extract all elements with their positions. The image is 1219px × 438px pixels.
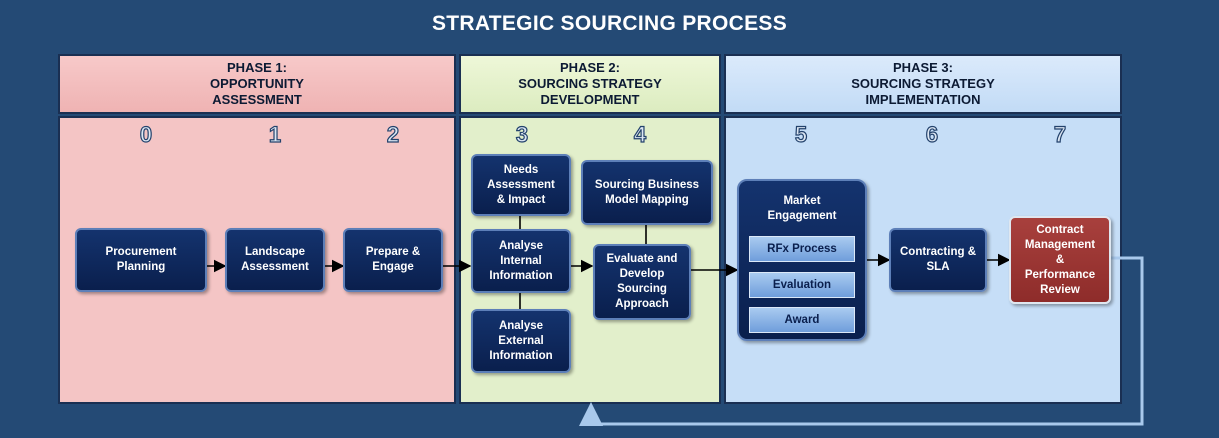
phase-2-name-line1: SOURCING STRATEGY <box>518 76 662 91</box>
phase-3-label: PHASE 3: <box>893 60 953 75</box>
award-box[interactable]: Award <box>749 307 855 333</box>
box-text: Assessment <box>241 261 309 273</box>
box-text: Information <box>489 349 553 362</box>
phase-1-name-line1: OPPORTUNITY <box>210 76 304 91</box>
phase-3-name-line1: SOURCING STRATEGY <box>851 76 995 91</box>
box-text: & Impact <box>496 193 546 206</box>
box-text: Landscape <box>244 246 306 258</box>
box-text: Market <box>783 195 821 207</box>
step-number-4: 4 <box>633 121 647 147</box>
box-text: Sourcing <box>617 283 667 295</box>
contracting-sla-box[interactable]: Contracting & SLA <box>889 228 987 292</box>
step-number-1: 1 <box>268 121 282 147</box>
feedback-loop-arrow <box>579 256 1144 426</box>
step-number-6: 6 <box>925 121 939 147</box>
phase-2-name-line2: DEVELOPMENT <box>540 92 640 107</box>
box-text: External <box>498 334 544 347</box>
step-number-0: 0 <box>139 121 153 147</box>
phase-3-header: PHASE 3: SOURCING STRATEGY IMPLEMENTATIO… <box>724 54 1122 114</box>
box-text: Evaluate and <box>606 253 678 265</box>
box-text: Planning <box>116 261 166 273</box>
box-text: Approach <box>615 298 669 310</box>
box-text: Management <box>1024 238 1096 251</box>
box-text: Contract <box>1036 223 1084 236</box>
rfx-process-box[interactable]: RFx Process <box>749 236 855 262</box>
step-number-3: 3 <box>515 121 529 147</box>
box-text: Assessment <box>487 178 555 191</box>
box-text: Needs <box>503 163 539 176</box>
market-engagement-title: Market Engagement <box>739 194 865 224</box>
step-number-2: 2 <box>386 121 400 147</box>
box-text: Model Mapping <box>605 193 689 206</box>
box-text: Information <box>489 269 553 282</box>
phase-2-label: PHASE 2: <box>560 60 620 75</box>
box-text: SLA <box>926 261 950 273</box>
box-text: Engagement <box>767 210 837 222</box>
box-text: & <box>1055 253 1065 266</box>
box-text: Sourcing Business <box>594 178 700 191</box>
box-text: Prepare & <box>365 246 421 258</box>
box-text: Analyse <box>498 319 544 332</box>
box-text: Contracting & <box>899 246 977 258</box>
phase-2-header: PHASE 2: SOURCING STRATEGY DEVELOPMENT <box>459 54 721 114</box>
box-text: Review <box>1040 283 1080 296</box>
prepare-engage-box[interactable]: Prepare & Engage <box>343 228 443 292</box>
box-text: Performance <box>1024 268 1096 281</box>
box-text: Procurement <box>105 246 177 258</box>
market-engagement-box[interactable]: Market Engagement RFx Process Evaluation… <box>737 179 867 341</box>
box-text: Analyse <box>498 239 544 252</box>
evaluation-box[interactable]: Evaluation <box>749 272 855 298</box>
box-text: Internal <box>500 254 542 267</box>
phase-1-label: PHASE 1: <box>227 60 287 75</box>
step-number-5: 5 <box>794 121 808 147</box>
box-text: Engage <box>372 261 414 273</box>
step-number-7: 7 <box>1053 121 1067 147</box>
phase-1-header: PHASE 1: OPPORTUNITY ASSESSMENT <box>58 54 456 114</box>
box-text: Develop <box>619 268 665 280</box>
phase-1-name-line2: ASSESSMENT <box>212 92 302 107</box>
phase-3-name-line2: IMPLEMENTATION <box>865 92 981 107</box>
diagram-title: STRATEGIC SOURCING PROCESS <box>431 12 788 35</box>
